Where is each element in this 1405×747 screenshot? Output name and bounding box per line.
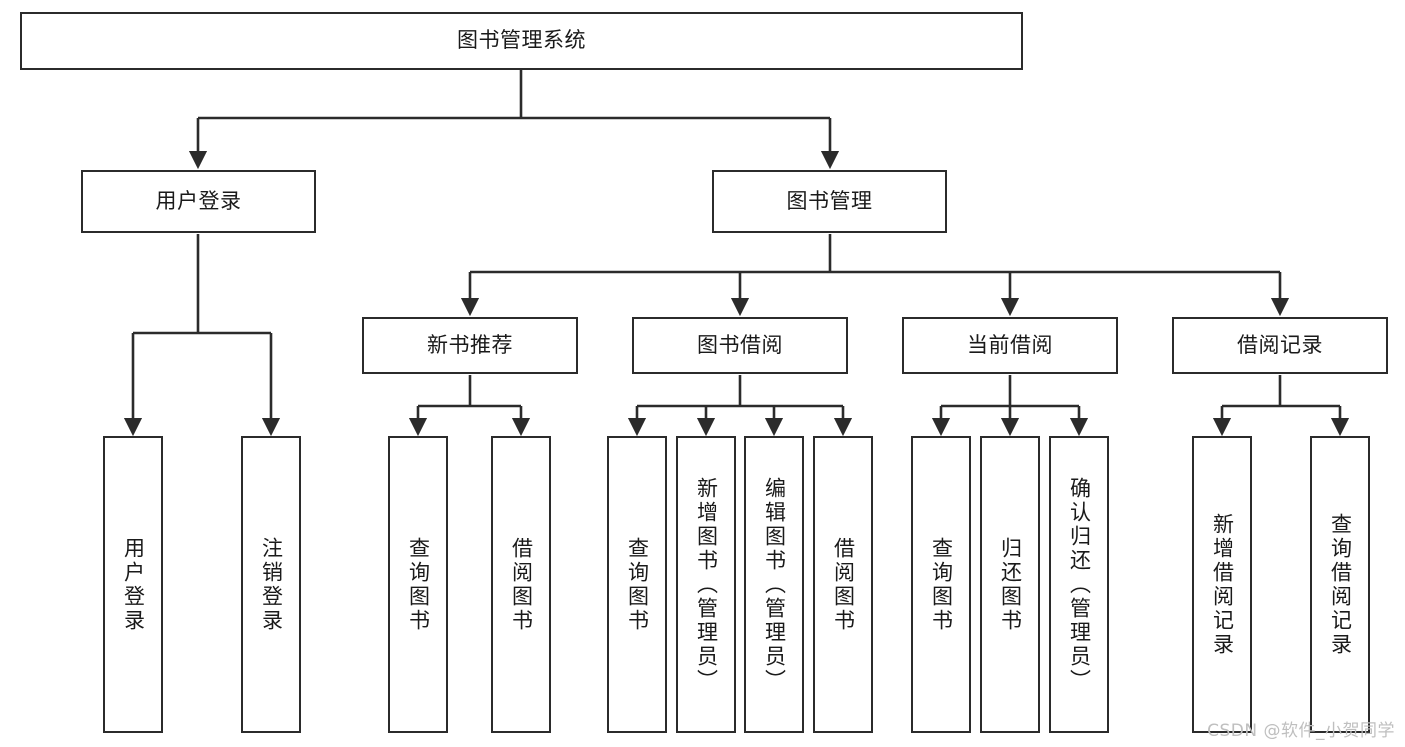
node-book-management[interactable]: 图书管理	[712, 170, 947, 233]
node-label: 查询图书	[625, 536, 650, 633]
node-label: 当前借阅	[967, 332, 1053, 357]
node-label: 图书管理	[786, 188, 873, 213]
node-label: 用户登录	[121, 536, 146, 633]
node-label: 归还图书	[998, 536, 1023, 633]
leaf-user-login[interactable]: 用户登录	[103, 436, 163, 733]
leaf-query-book-borrow[interactable]: 查询图书	[607, 436, 667, 733]
node-label: 图书管理系统	[457, 28, 586, 53]
node-label: 查询图书	[406, 536, 431, 633]
node-label: 查询借阅记录	[1328, 512, 1353, 657]
node-label: 新增借阅记录	[1210, 512, 1235, 657]
node-label: 注销登录	[259, 536, 284, 633]
node-current-borrow[interactable]: 当前借阅	[902, 317, 1118, 374]
node-user-login[interactable]: 用户登录	[81, 170, 316, 233]
leaf-user-logout[interactable]: 注销登录	[241, 436, 301, 733]
leaf-query-book-newbook[interactable]: 查询图书	[388, 436, 448, 733]
leaf-query-borrow-record[interactable]: 查询借阅记录	[1310, 436, 1370, 733]
leaf-query-book-current[interactable]: 查询图书	[911, 436, 971, 733]
node-label: 新增图书（管理员）	[694, 476, 719, 693]
leaf-add-book-admin[interactable]: 新增图书（管理员）	[676, 436, 736, 733]
node-root-system[interactable]: 图书管理系统	[20, 12, 1023, 70]
leaf-return-book[interactable]: 归还图书	[980, 436, 1040, 733]
leaf-add-borrow-record[interactable]: 新增借阅记录	[1192, 436, 1252, 733]
leaf-edit-book-admin[interactable]: 编辑图书（管理员）	[744, 436, 804, 733]
node-new-book-recommend[interactable]: 新书推荐	[362, 317, 578, 374]
node-label: 新书推荐	[427, 332, 513, 357]
node-label: 图书借阅	[697, 332, 783, 357]
node-book-borrow[interactable]: 图书借阅	[632, 317, 848, 374]
leaf-confirm-return-admin[interactable]: 确认归还（管理员）	[1049, 436, 1109, 733]
watermark-text: CSDN @软件_小贺同学	[1207, 721, 1395, 741]
node-label: 用户登录	[155, 188, 242, 213]
node-label: 借阅图书	[831, 536, 856, 633]
node-label: 确认归还（管理员）	[1067, 476, 1092, 693]
node-label: 查询图书	[929, 536, 954, 633]
node-label: 借阅记录	[1237, 332, 1323, 357]
node-label: 借阅图书	[509, 536, 534, 633]
node-label: 编辑图书（管理员）	[762, 476, 787, 693]
leaf-borrow-book-newbook[interactable]: 借阅图书	[491, 436, 551, 733]
leaf-borrow-book[interactable]: 借阅图书	[813, 436, 873, 733]
node-borrow-records[interactable]: 借阅记录	[1172, 317, 1388, 374]
